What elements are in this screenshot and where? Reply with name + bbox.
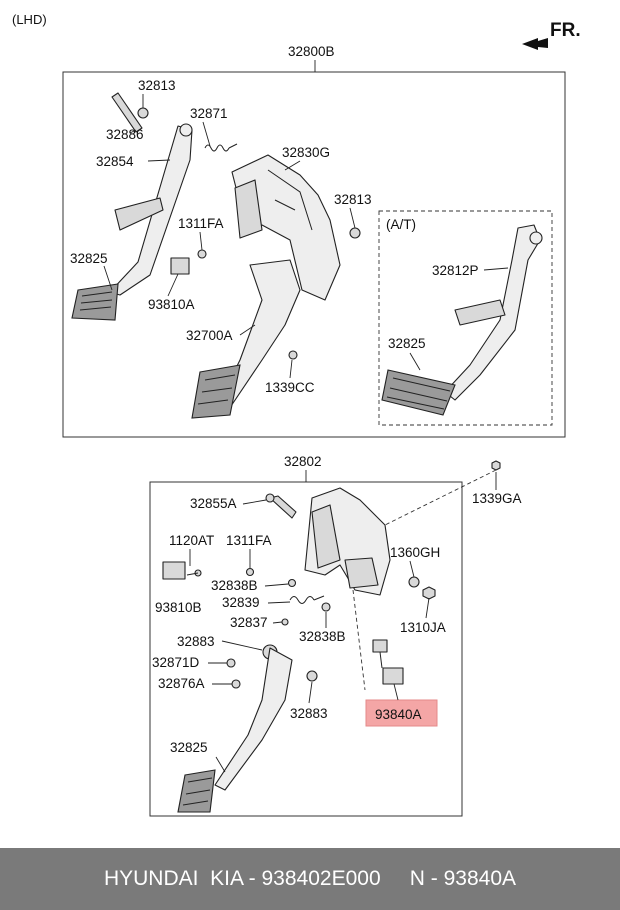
pin-32876A — [231, 679, 241, 689]
label-32837: 32837 — [230, 615, 268, 630]
brake-pedal-bottom — [177, 644, 293, 813]
label-32871D: 32871D — [152, 655, 200, 670]
label-1311FA-a: 1311FA — [178, 216, 224, 231]
pedal-bracket — [231, 154, 341, 301]
label-32886: 32886 — [106, 127, 144, 142]
label-32855A: 32855A — [190, 496, 237, 511]
top-assembly-number: 32800B — [288, 44, 335, 59]
front-direction-label: FR. — [550, 20, 581, 41]
at-variant-frame — [378, 210, 553, 426]
return-spring — [204, 143, 238, 152]
label-32825-a: 32825 — [70, 251, 108, 266]
label-32838B-a: 32838B — [211, 578, 258, 593]
stop-lamp-switch-93810A — [170, 257, 190, 275]
bushing-32871D — [226, 658, 236, 668]
bushing-32838B-a — [287, 578, 297, 588]
nut-1339GA — [491, 460, 501, 471]
nut-1311FA-top — [197, 249, 207, 259]
label-32883-a: 32883 — [177, 634, 215, 649]
label-32871: 32871 — [190, 106, 228, 121]
highlight-box — [365, 699, 438, 727]
label-32839: 32839 — [222, 595, 260, 610]
label-32813-b: 32813 — [334, 192, 372, 207]
sensor-93840A — [372, 639, 404, 685]
top-assembly-frame — [62, 71, 566, 438]
label-93840A: 93840A — [375, 707, 422, 722]
footer-bar: HYUNDAI KIA - 938402E000 N - 93840A — [0, 848, 620, 910]
label-1360GH: 1360GH — [390, 545, 440, 560]
bolt-32855A — [269, 495, 297, 519]
clevis-pin — [111, 92, 143, 133]
at-brake-pedal — [381, 224, 543, 416]
nut-32813-bracket — [349, 227, 361, 239]
brake-pedal-top — [191, 259, 301, 419]
nut-1310JA — [422, 586, 436, 600]
bolt-1339CC — [288, 350, 298, 360]
footer-part-number: HYUNDAI KIA - 938402E000 N - 93840A — [103, 867, 517, 890]
lhd-label: (LHD) — [12, 12, 47, 27]
nut-32813-top — [137, 107, 149, 119]
label-32883-b: 32883 — [290, 706, 328, 721]
spring-32839 — [289, 595, 325, 604]
label-32838B-b: 32838B — [299, 629, 346, 644]
label-1339GA: 1339GA — [472, 491, 522, 506]
clutch-pedal — [71, 123, 193, 321]
label-32700A: 32700A — [186, 328, 233, 343]
pin-32837 — [281, 618, 289, 626]
pedal-bracket-bottom — [304, 487, 391, 596]
switch-93810B — [162, 561, 186, 580]
label-32825-at: 32825 — [388, 336, 426, 351]
label-32812P: 32812P — [432, 263, 479, 278]
label-1339CC: 1339CC — [265, 380, 315, 395]
label-93810B: 93810B — [155, 600, 202, 615]
bottom-assembly-number: 32802 — [284, 454, 322, 469]
label-32825-b: 32825 — [170, 740, 208, 755]
label-1120AT: 1120AT — [169, 533, 214, 548]
bushing-32838B-b — [321, 602, 331, 612]
front-arrow-icon — [522, 38, 548, 50]
nut-1311FA-bottom — [245, 567, 255, 577]
label-32830G: 32830G — [282, 145, 330, 160]
label-32813-a: 32813 — [138, 78, 176, 93]
label-32854: 32854 — [96, 154, 134, 169]
label-1310JA: 1310JA — [400, 620, 446, 635]
label-93810A: 93810A — [148, 297, 195, 312]
bumper-32883 — [306, 670, 318, 682]
label-32876A: 32876A — [158, 676, 205, 691]
nut-1360GH — [408, 576, 420, 588]
label-1311FA-b: 1311FA — [226, 533, 272, 548]
at-variant-title: (A/T) — [386, 217, 416, 232]
